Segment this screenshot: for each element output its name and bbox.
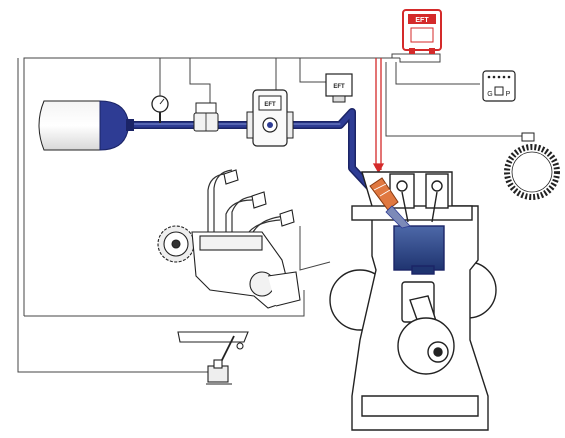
pedal-plate	[177, 331, 249, 343]
ecu-label: EFT	[415, 17, 429, 24]
gas-tank[interactable]	[38, 100, 134, 151]
harness-to-switch	[395, 62, 480, 85]
piston-skirt	[411, 265, 435, 275]
harness-to-filter	[299, 58, 327, 95]
injector-top-3	[279, 209, 295, 227]
intake-valve-stem	[401, 191, 409, 223]
reducer-right-flange	[286, 111, 294, 139]
pedal-pivot	[236, 342, 244, 350]
injector-top-1	[223, 169, 239, 185]
crank-sensor-ring	[504, 132, 560, 200]
ecu-connector	[391, 53, 441, 63]
pedal-sensor-cap	[213, 359, 223, 369]
ecu-foot-right	[429, 48, 435, 54]
intake-cam	[396, 180, 408, 192]
crank-pin-center	[433, 347, 443, 357]
gas-tank-icon	[38, 100, 101, 151]
tank-valve-end	[99, 100, 129, 151]
switch-button[interactable]	[494, 86, 504, 96]
pump-gear-hub	[171, 239, 181, 249]
ecu-label-plate	[408, 14, 436, 24]
fuel-switch-icon	[482, 70, 516, 102]
gas-injector[interactable]	[369, 177, 411, 229]
main-harness-loop	[23, 57, 400, 316]
pump-head	[199, 235, 263, 251]
solenoid-valve[interactable]	[193, 102, 219, 132]
filter-label: EFT	[333, 84, 345, 90]
ecu-unit[interactable]: EFT	[402, 9, 442, 54]
injection-pump	[157, 169, 301, 309]
switch-leds	[487, 75, 511, 79]
harness-to-injector-pump	[299, 226, 331, 271]
gas-filter[interactable]: EFT	[325, 73, 353, 103]
pressure-reducer[interactable]: EFT	[246, 89, 294, 147]
ring-inner	[511, 151, 553, 193]
solenoid-valve-icon	[195, 102, 217, 114]
injector-signal-wires	[372, 58, 385, 174]
fuel-switch[interactable]: G P	[482, 70, 516, 102]
harness-to-pedal	[17, 58, 212, 373]
injector-stripe-1	[373, 183, 387, 191]
harness-to-sensor	[385, 62, 522, 137]
piston	[393, 225, 445, 271]
injector-top-2	[251, 191, 267, 209]
wiring-harness	[17, 53, 522, 373]
gas-spray	[385, 205, 411, 229]
switch-right-letter: P	[506, 91, 511, 98]
reducer-port-center	[267, 122, 273, 128]
signal-arrow	[372, 163, 385, 174]
ecu-panel	[410, 27, 434, 43]
reducer-label: EFT	[264, 102, 276, 108]
sensor-clip	[521, 132, 535, 142]
filter-outlet	[332, 95, 346, 103]
reducer-left-flange	[246, 111, 254, 139]
oil-sump	[361, 395, 479, 417]
exhaust-cam	[431, 180, 443, 192]
reducer-top-plate	[258, 95, 282, 111]
tank-outlet	[126, 119, 134, 131]
pressure-gauge[interactable]	[151, 95, 169, 123]
injector-stripe-2	[379, 189, 391, 197]
switch-left-letter: G	[487, 91, 492, 98]
engine-cross-section	[329, 171, 497, 431]
gauge-needle	[159, 98, 165, 105]
harness-to-valve	[189, 58, 211, 104]
harness-to-pump	[24, 290, 305, 317]
pump-cover	[267, 271, 301, 307]
ecu-foot-left	[409, 48, 415, 54]
throttle-pedal[interactable]	[177, 331, 249, 385]
exhaust-valve-stem	[431, 191, 438, 223]
crank-sensor-ring-icon	[504, 144, 560, 200]
